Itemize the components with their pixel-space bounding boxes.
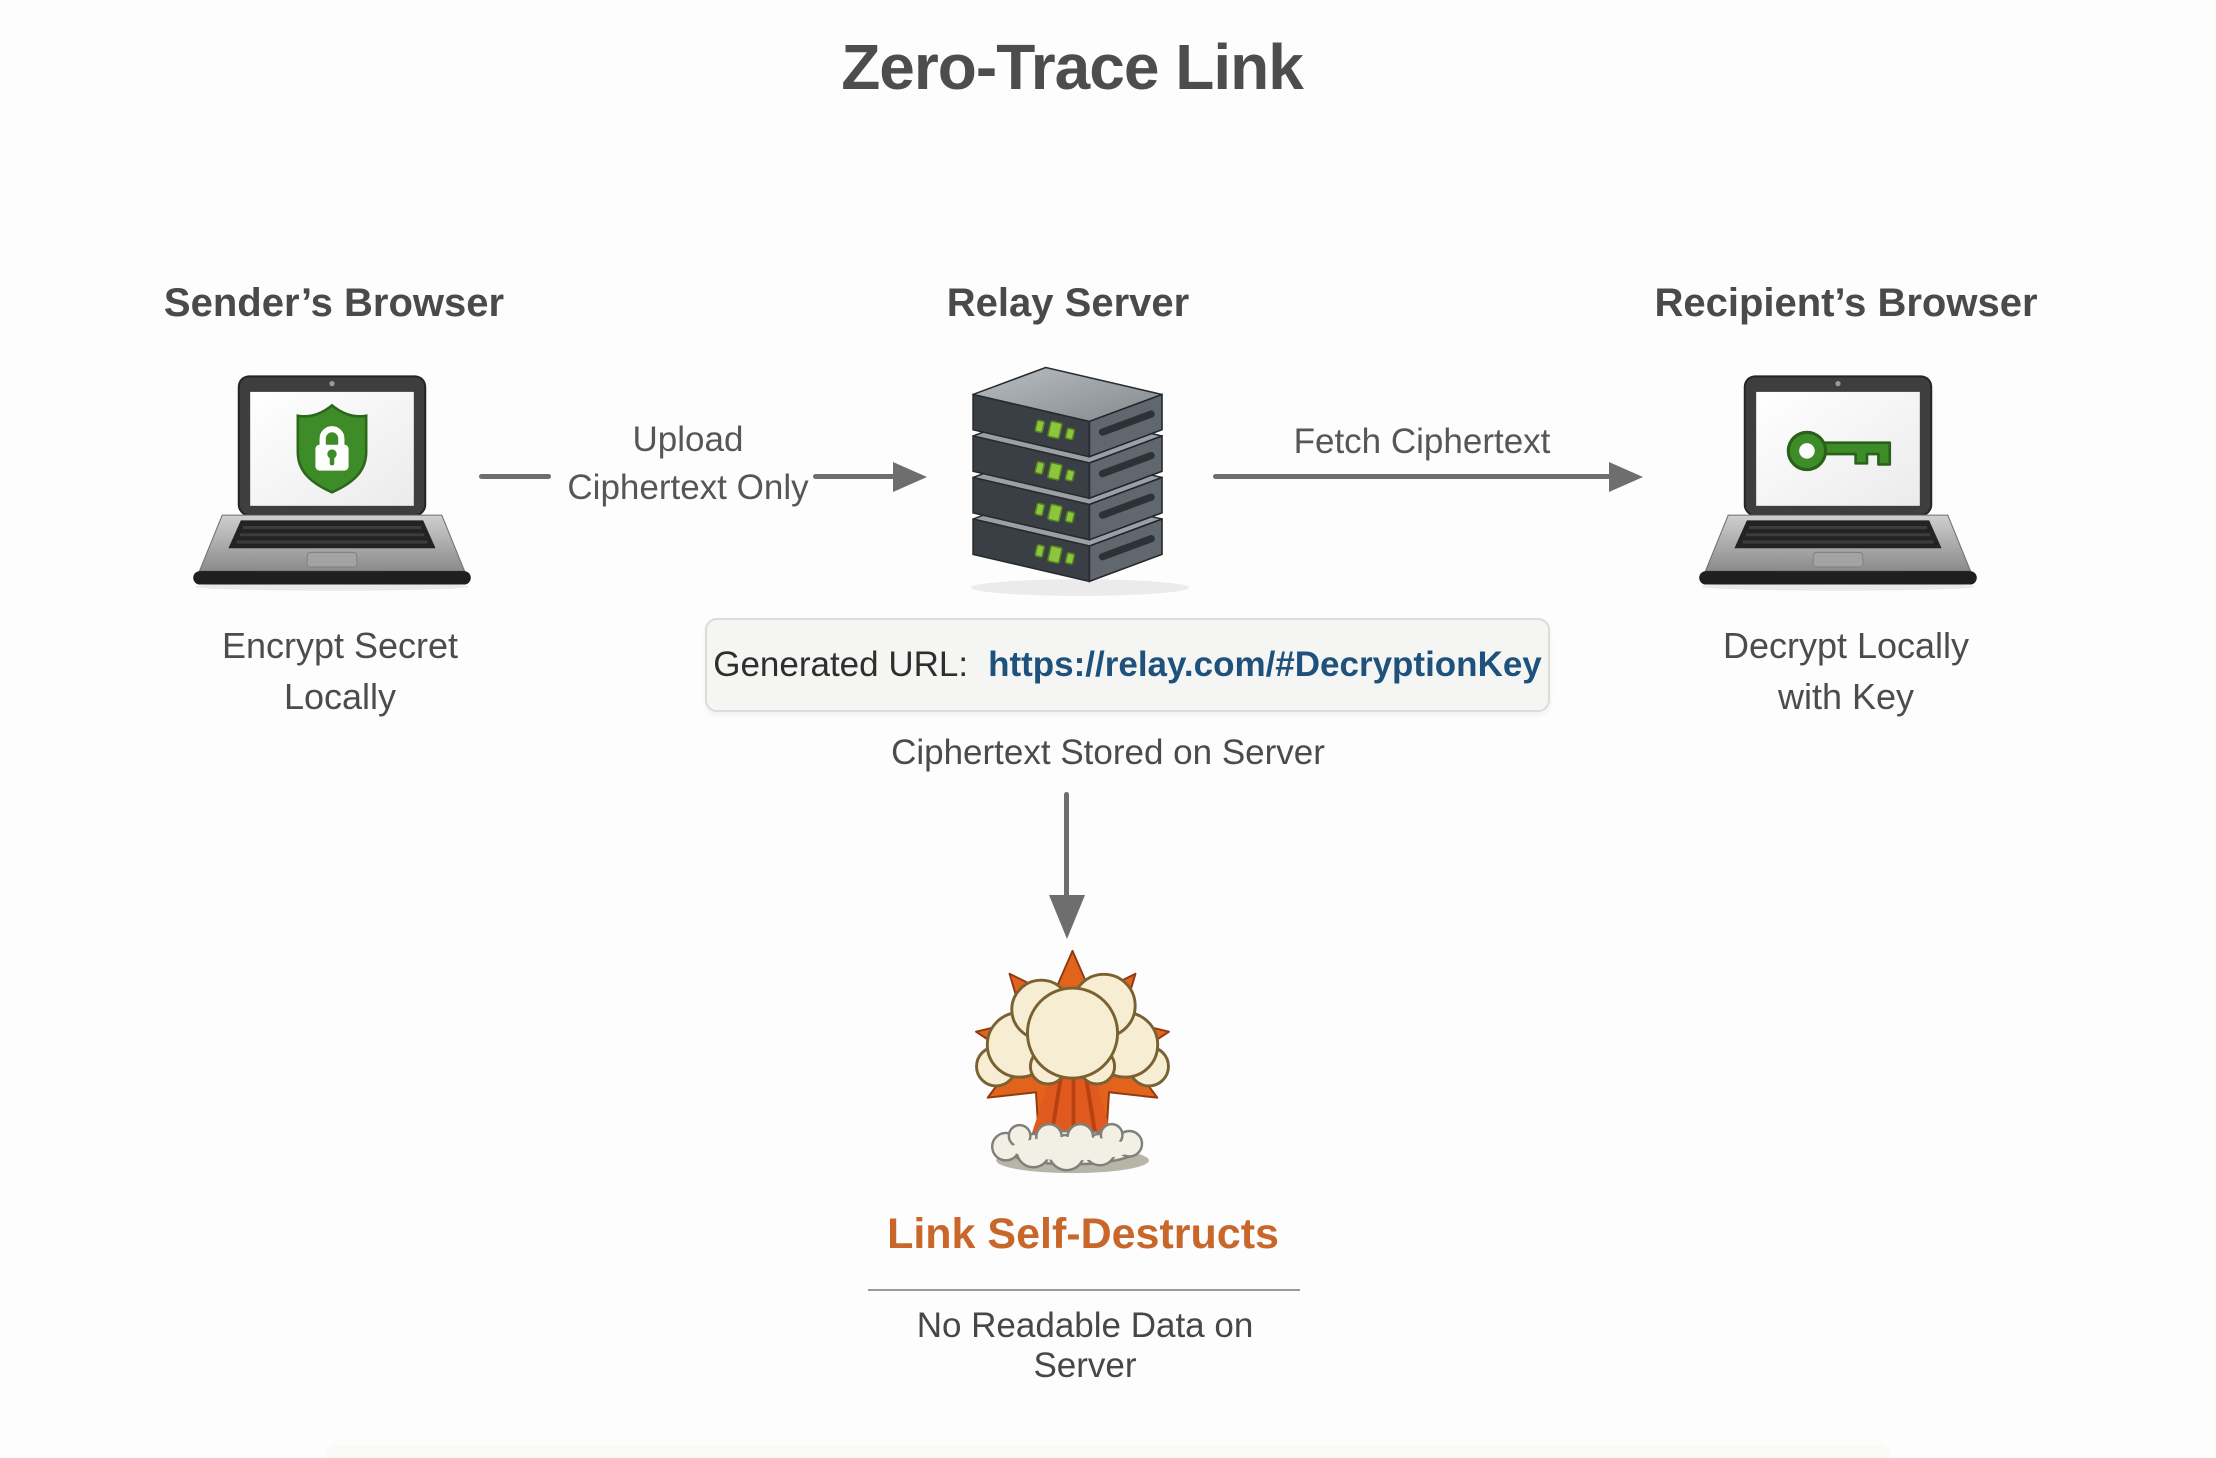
explosion-cloud <box>975 972 1170 1088</box>
sender-caption: Encrypt Secret Locally <box>221 625 459 718</box>
trackpad <box>1812 551 1864 568</box>
shield-lock-icon <box>296 403 368 494</box>
fetch-label: Fetch Ciphertext <box>1293 422 1551 461</box>
key-icon <box>1786 430 1892 472</box>
lock-shackle <box>319 426 345 446</box>
server-unit <box>972 366 1163 458</box>
explosion-icon <box>975 949 1170 1174</box>
generated-url-value: https://relay.com/#DecryptionKey <box>988 645 1542 684</box>
upload-arrow-line <box>813 474 895 479</box>
server-leds <box>1034 419 1076 441</box>
self-destruct-arrow-head <box>1049 895 1085 939</box>
upload-arrow-head <box>893 462 927 492</box>
webcam-dot <box>329 381 335 387</box>
recipient-caption: Decrypt Locally with Key <box>1722 625 1970 718</box>
sender-heading: Sender’s Browser <box>163 281 505 325</box>
page-title: Zero-Trace Link <box>841 31 1304 103</box>
upload-label: Upload Ciphertext Only <box>567 420 809 508</box>
generated-url-label: Generated URL: <box>713 645 969 684</box>
server-stack-icon <box>970 366 1190 596</box>
generated-url-box: Generated URL: https://relay.com/#Decryp… <box>705 618 1550 712</box>
sender-laptop-icon <box>193 375 471 591</box>
upload-connector-dash <box>479 474 551 479</box>
bottom-strip <box>327 1445 1889 1458</box>
explosion-base-cloud <box>990 1122 1149 1174</box>
relay-storage-caption: Ciphertext Stored on Server <box>891 733 1325 772</box>
webcam-dot <box>1835 381 1841 387</box>
fetch-arrow-line <box>1213 474 1611 479</box>
trackpad <box>306 551 358 568</box>
server-leds <box>1034 544 1076 565</box>
key-hole <box>1799 443 1815 459</box>
server-leds <box>1034 502 1076 524</box>
keyhole <box>327 449 337 459</box>
relay-heading: Relay Server <box>946 281 1190 325</box>
self-destruct-heading: Link Self-Destructs <box>887 1210 1279 1258</box>
divider-line <box>868 1289 1300 1291</box>
recipient-heading: Recipient’s Browser <box>1654 281 2038 325</box>
recipient-laptop-icon <box>1699 375 1977 591</box>
fetch-arrow-head <box>1609 462 1643 492</box>
server-leds <box>1034 461 1076 482</box>
laptop-bottom-bar <box>193 571 471 585</box>
server-shadow <box>970 579 1190 596</box>
self-destruct-caption: No Readable Data on Server <box>916 1306 1254 1385</box>
self-destruct-arrow-line <box>1064 792 1069 898</box>
laptop-bottom-bar <box>1699 571 1977 585</box>
